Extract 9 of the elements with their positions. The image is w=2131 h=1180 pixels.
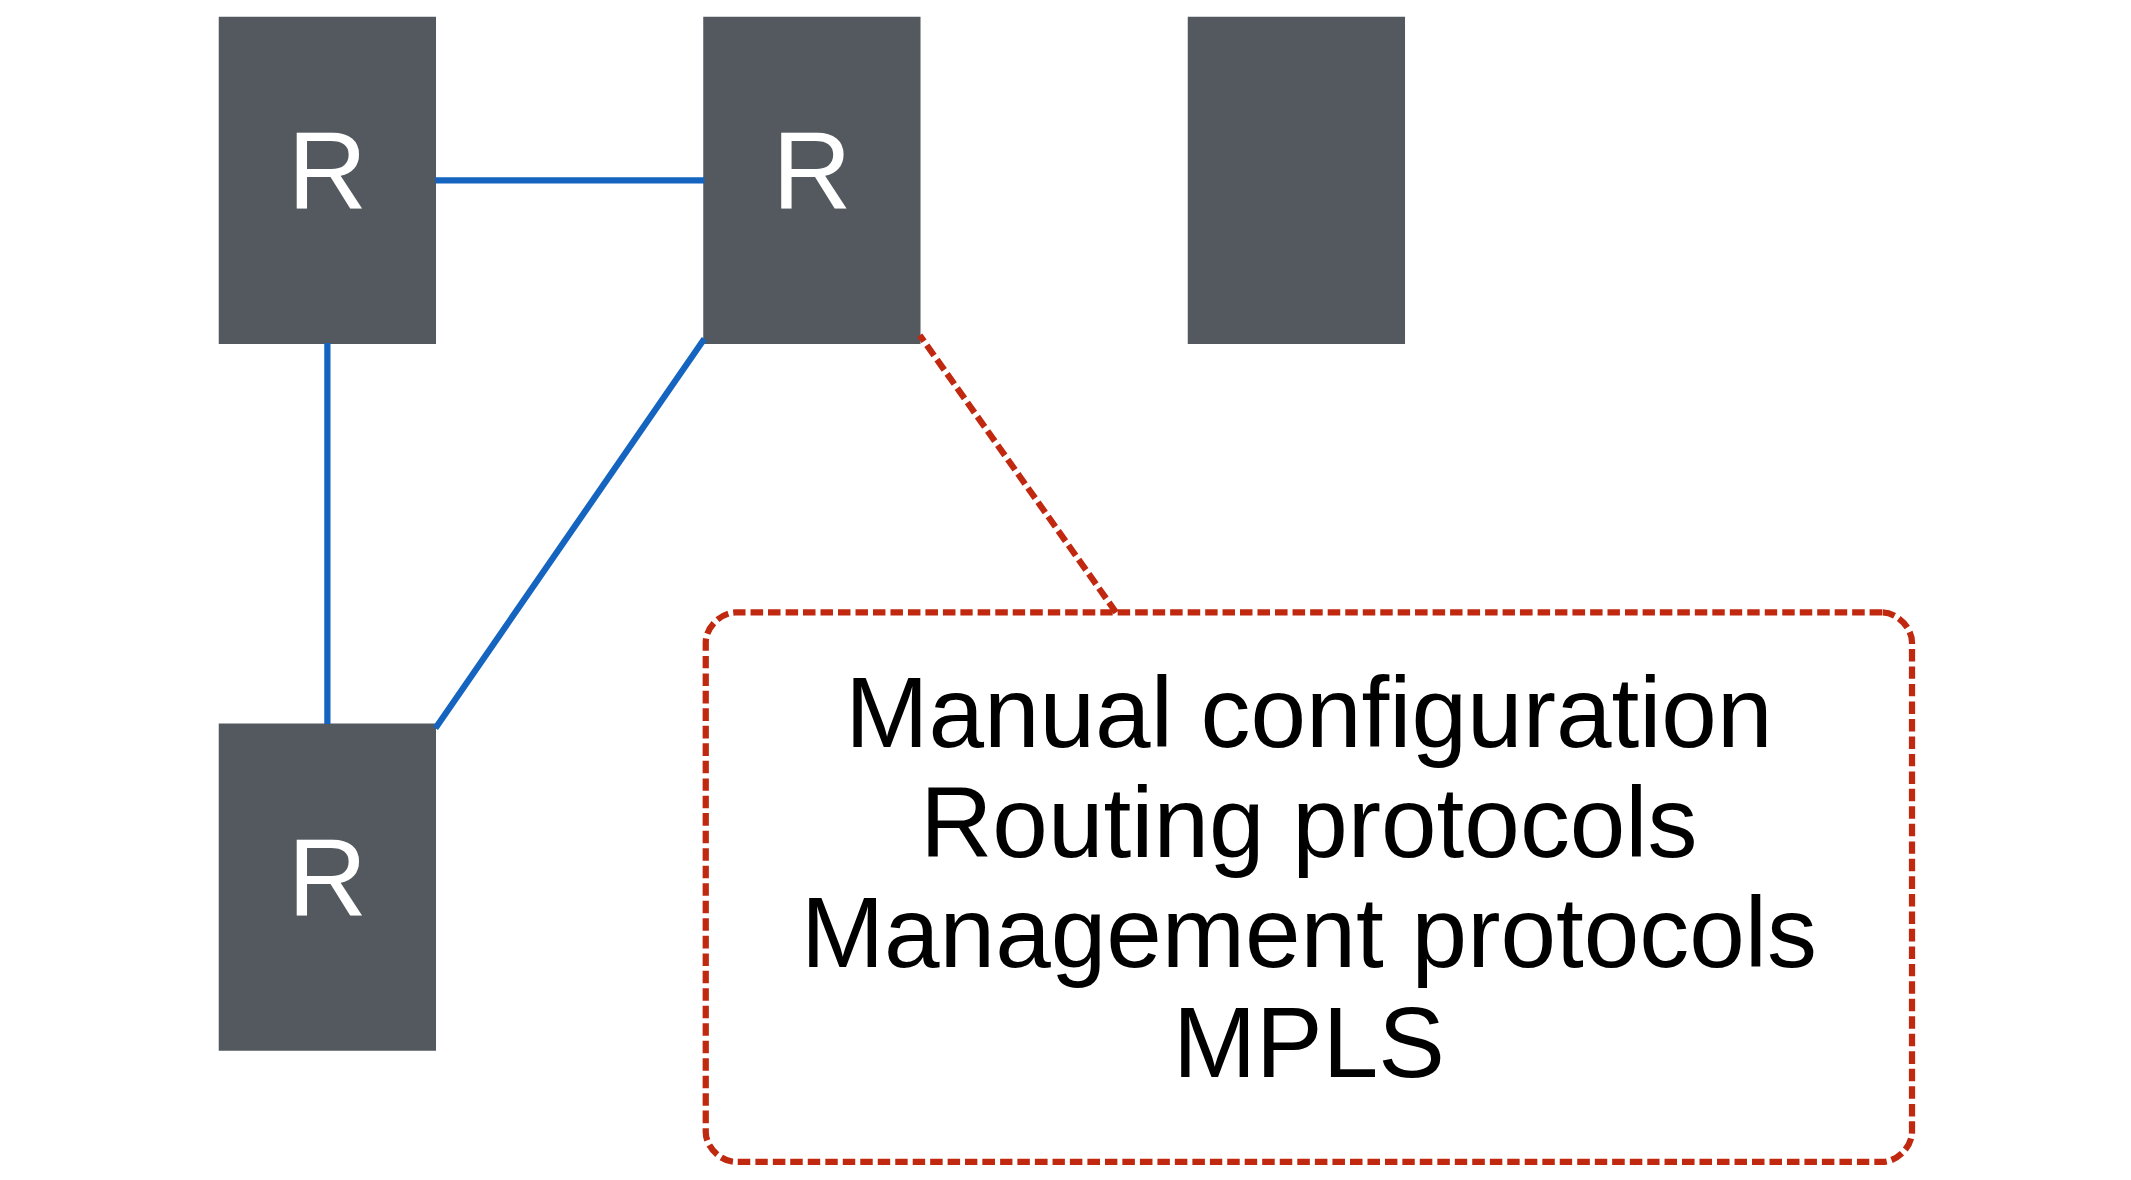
connector <box>434 177 704 184</box>
connector <box>432 336 707 730</box>
node-box <box>1187 16 1405 344</box>
connector <box>323 343 330 725</box>
node-box: Manual configuration Routing protocols Management protocols MPLS <box>702 609 1915 1166</box>
connector <box>916 333 1119 615</box>
node-box: R <box>218 723 436 1051</box>
node-box: R <box>702 16 920 344</box>
node-box: R <box>218 16 436 344</box>
